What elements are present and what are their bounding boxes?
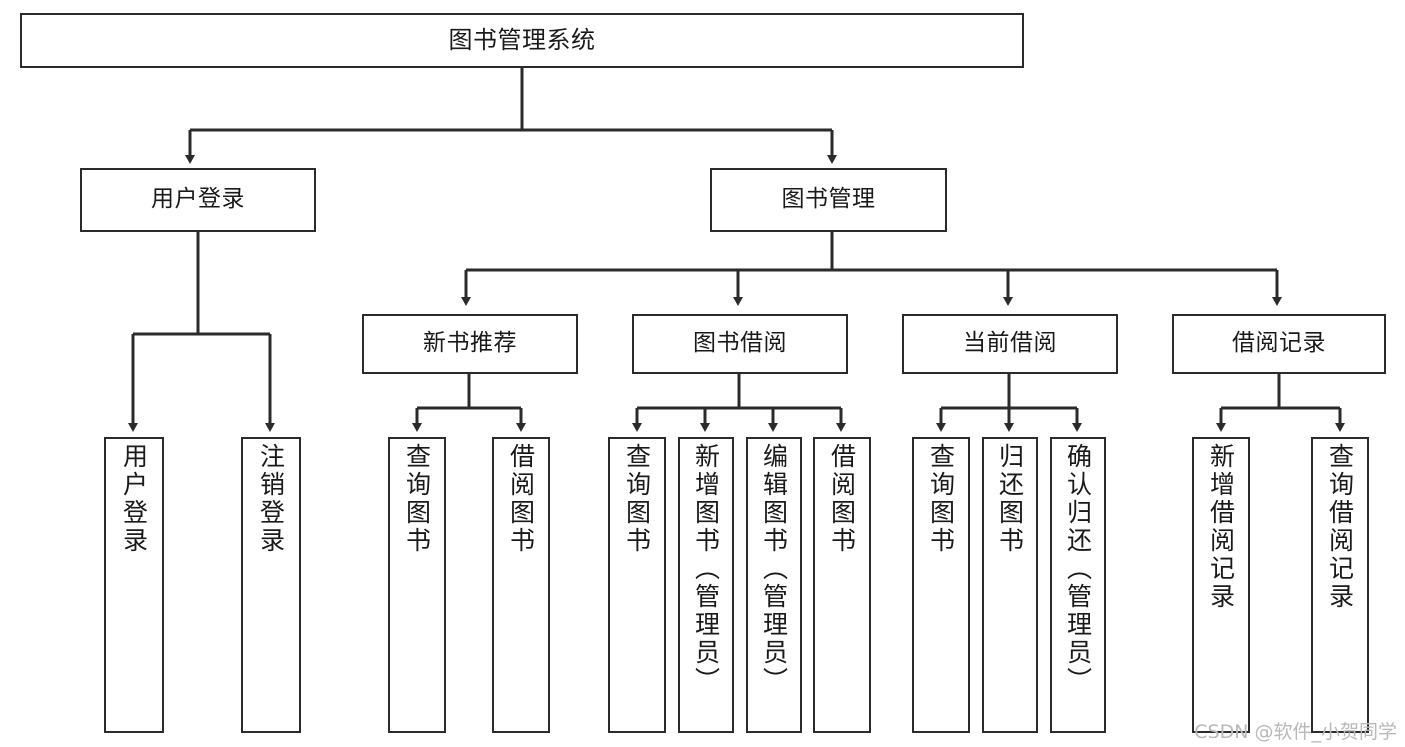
watermark: CSDN @软件_小贺同学 [1194, 721, 1397, 743]
node-borrow-record-label: 借阅记录 [1232, 330, 1326, 357]
leaf-borrow-record-query[interactable]: 查询借阅记录 [1311, 437, 1369, 733]
leaf-user-login-logout-label: 注销登录 [256, 443, 286, 555]
leaf-current-borrow-confirm[interactable]: 确认归还（管理员） [1050, 437, 1106, 733]
leaf-book-borrow-edit[interactable]: 编辑图书（管理员） [746, 437, 802, 733]
node-book-management[interactable]: 图书管理 [710, 168, 947, 232]
leaf-borrow-record-query-label: 查询借阅记录 [1325, 443, 1355, 611]
node-new-book-recommend-label: 新书推荐 [423, 330, 517, 357]
leaf-book-borrow-query-label: 查询图书 [622, 443, 652, 555]
node-book-borrow-label: 图书借阅 [693, 330, 787, 357]
leaf-book-borrow-query[interactable]: 查询图书 [608, 437, 666, 733]
leaf-book-borrow-borrow-label: 借阅图书 [827, 443, 857, 555]
node-borrow-record[interactable]: 借阅记录 [1172, 314, 1386, 374]
leaf-current-borrow-confirm-label: 确认归还（管理员） [1063, 443, 1093, 695]
leaf-user-login-login[interactable]: 用户登录 [104, 437, 164, 733]
leaf-current-borrow-query[interactable]: 查询图书 [912, 437, 970, 733]
leaf-user-login-logout[interactable]: 注销登录 [241, 437, 301, 733]
node-root-label: 图书管理系统 [448, 26, 596, 55]
node-new-book-recommend[interactable]: 新书推荐 [362, 314, 578, 374]
node-root[interactable]: 图书管理系统 [20, 13, 1024, 68]
leaf-borrow-record-add-label: 新增借阅记录 [1206, 443, 1236, 611]
leaf-new-book-borrow-label: 借阅图书 [506, 443, 536, 555]
leaf-new-book-query-label: 查询图书 [402, 443, 432, 555]
node-book-borrow[interactable]: 图书借阅 [632, 314, 848, 374]
leaf-borrow-record-add[interactable]: 新增借阅记录 [1192, 437, 1250, 733]
node-book-management-label: 图书管理 [781, 186, 876, 213]
leaf-current-borrow-query-label: 查询图书 [926, 443, 956, 555]
node-user-login[interactable]: 用户登录 [80, 168, 316, 232]
leaf-new-book-borrow[interactable]: 借阅图书 [492, 437, 550, 733]
node-current-borrow[interactable]: 当前借阅 [902, 314, 1118, 374]
leaf-new-book-query[interactable]: 查询图书 [388, 437, 446, 733]
leaf-current-borrow-return-label: 归还图书 [995, 443, 1025, 555]
leaf-book-borrow-add-label: 新增图书（管理员） [691, 443, 721, 695]
node-current-borrow-label: 当前借阅 [963, 330, 1057, 357]
leaf-current-borrow-return[interactable]: 归还图书 [982, 437, 1038, 733]
leaf-book-borrow-add[interactable]: 新增图书（管理员） [678, 437, 734, 733]
leaf-user-login-login-label: 用户登录 [119, 443, 149, 555]
leaf-book-borrow-edit-label: 编辑图书（管理员） [759, 443, 789, 695]
leaf-book-borrow-borrow[interactable]: 借阅图书 [813, 437, 871, 733]
node-user-login-label: 用户登录 [151, 186, 245, 213]
